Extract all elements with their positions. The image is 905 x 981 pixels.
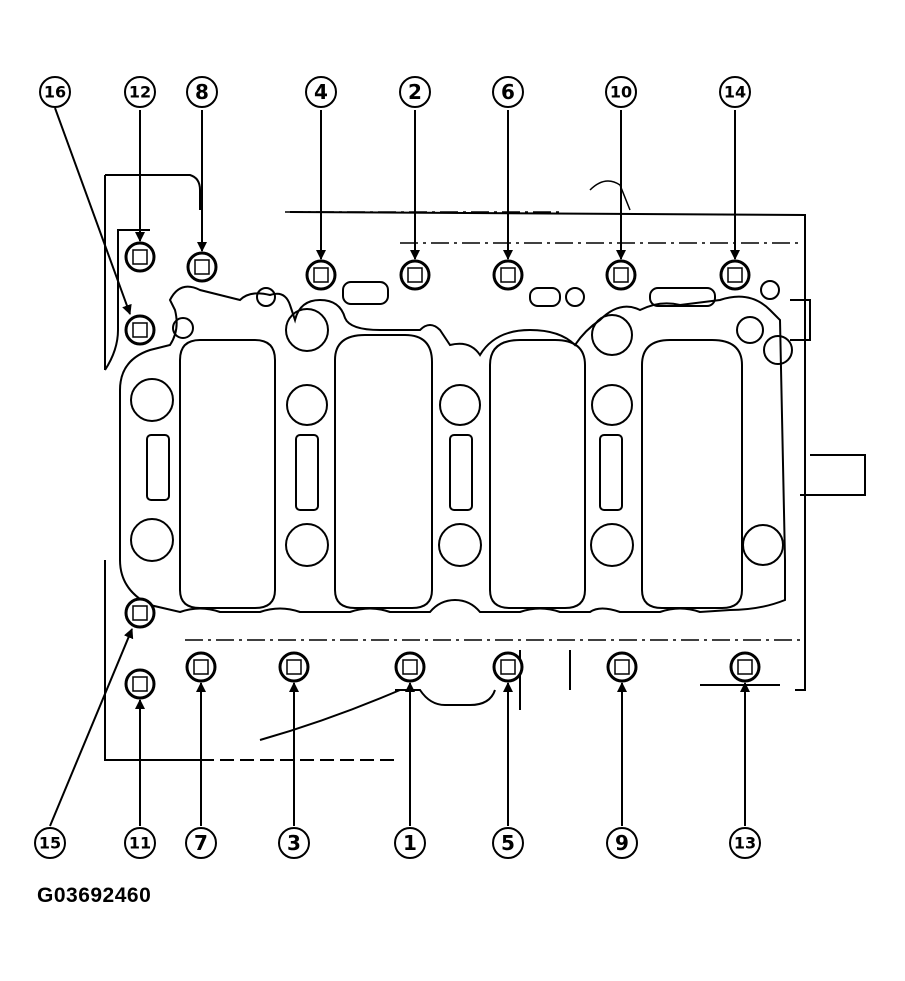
bolt-13 — [729, 651, 761, 683]
figure-id: G03692460 — [37, 884, 152, 907]
callout-7: 7 — [185, 827, 217, 859]
bolt-5 — [492, 651, 524, 683]
callout-9-label: 9 — [615, 831, 629, 855]
callout-14: 14 — [719, 76, 751, 108]
callout-11-label: 11 — [129, 834, 151, 853]
bolt-16 — [124, 314, 156, 346]
callout-16-label: 16 — [44, 83, 66, 102]
callout-15: 15 — [34, 827, 66, 859]
callout-6: 6 — [492, 76, 524, 108]
bolt-15 — [124, 597, 156, 629]
leader-arrows — [49, 107, 750, 827]
callout-5: 5 — [492, 827, 524, 859]
bolt-8 — [186, 251, 218, 283]
callout-13-label: 13 — [734, 834, 756, 853]
callout-1: 1 — [394, 827, 426, 859]
callout-3-label: 3 — [287, 831, 301, 855]
callout-1-label: 1 — [403, 831, 417, 855]
callout-5-label: 5 — [501, 831, 515, 855]
callout-16: 16 — [39, 76, 71, 108]
bolt-2 — [399, 259, 431, 291]
callout-10-label: 10 — [610, 83, 632, 102]
callout-4-label: 4 — [314, 80, 328, 104]
callout-2-label: 2 — [408, 80, 422, 104]
callout-11: 11 — [124, 827, 156, 859]
callout-8: 8 — [186, 76, 218, 108]
callout-labels: 16 12 8 4 2 6 10 14 15 11 7 3 1 5 9 13 — [34, 76, 761, 859]
bolt-4 — [305, 259, 337, 291]
bolt-12 — [124, 241, 156, 273]
bolt-group — [124, 241, 761, 700]
callout-9: 9 — [606, 827, 638, 859]
callout-7-label: 7 — [194, 831, 208, 855]
leader-arrow-15 — [49, 628, 134, 827]
bolt-7 — [185, 651, 217, 683]
callout-4: 4 — [305, 76, 337, 108]
bolt-6 — [492, 259, 524, 291]
callout-13: 13 — [729, 827, 761, 859]
leader-arrow-16 — [54, 107, 132, 315]
bolt-10 — [605, 259, 637, 291]
callout-14-label: 14 — [724, 83, 746, 102]
callout-12-label: 12 — [129, 83, 151, 102]
callout-6-label: 6 — [501, 80, 515, 104]
callout-8-label: 8 — [195, 80, 209, 104]
bolt-14 — [719, 259, 751, 291]
callout-15-label: 15 — [39, 834, 61, 853]
callout-12: 12 — [124, 76, 156, 108]
bolt-1 — [394, 651, 426, 683]
callout-2: 2 — [399, 76, 431, 108]
callout-10: 10 — [605, 76, 637, 108]
bolt-11 — [124, 668, 156, 700]
bolt-3 — [278, 651, 310, 683]
callout-3: 3 — [278, 827, 310, 859]
bolt-9 — [606, 651, 638, 683]
